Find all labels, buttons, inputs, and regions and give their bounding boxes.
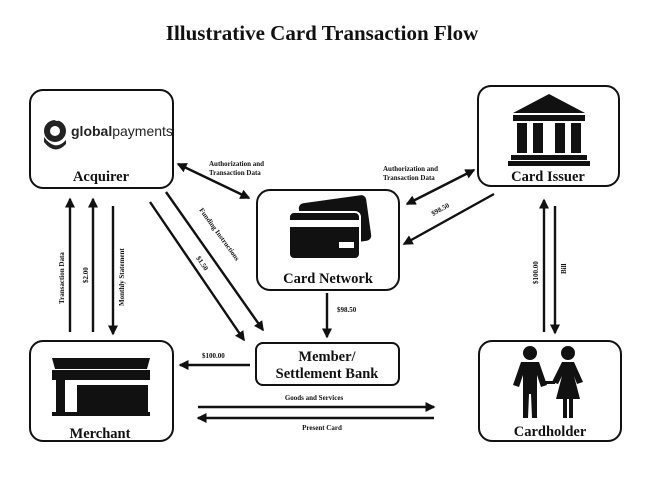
issuer-to-network-amount: $98.50 — [430, 201, 451, 218]
acq-network-label-1: Authorization and — [209, 160, 264, 168]
logo-bold-text: global — [71, 123, 112, 139]
acq-fee-label: $2.00 — [82, 267, 90, 283]
funding-instructions-label: Funding Instructions — [197, 206, 241, 262]
card-issuer-label: Card Issuer — [511, 169, 585, 185]
cardholder-to-issuer-amount: $100.00 — [532, 261, 540, 284]
issuer-network-label-1: Authorization and — [383, 165, 438, 173]
card-issuer-node: Card Issuer — [477, 85, 620, 187]
issuer-network-arrow — [405, 168, 476, 206]
bank-to-merchant-amount: $100.00 — [202, 352, 225, 360]
issuer-to-network-payment-arrow — [402, 192, 495, 246]
credit-cards-icon — [288, 195, 372, 260]
transaction-data-label: Transaction Data — [58, 252, 66, 304]
member-bank-label-line1: Member/ — [298, 349, 356, 365]
funding-instructions-arrow — [165, 191, 264, 332]
acquirer-node: globalpayments Acquirer — [29, 89, 174, 189]
acq-network-label-2: Transaction Data — [209, 169, 261, 177]
logo-regular-text: payments — [112, 123, 173, 139]
acq-to-bank-arrow — [149, 201, 245, 342]
network-to-bank-amount: $98.50 — [337, 306, 357, 314]
globalpayments-logo: globalpayments — [44, 115, 173, 150]
member-bank-node: Member/ Settlement Bank — [255, 342, 400, 386]
people-couple-icon — [513, 346, 583, 418]
issuer-network-label-2: Transaction Data — [383, 174, 435, 182]
acquirer-label: Acquirer — [73, 169, 130, 185]
cardholder-label: Cardholder — [514, 424, 587, 440]
merchant-node: Merchant — [29, 340, 174, 442]
card-network-label: Card Network — [283, 271, 374, 287]
acquirer-network-arrow — [176, 162, 251, 200]
bill-label: Bill — [560, 263, 568, 274]
cardholder-node: Cardholder — [478, 340, 622, 442]
svg-text:globalpayments: globalpayments — [71, 123, 173, 139]
merchant-label: Merchant — [70, 426, 131, 442]
storefront-icon — [52, 358, 150, 416]
diagram-title: Illustrative Card Transaction Flow — [166, 21, 479, 45]
card-network-node: Card Network — [256, 189, 400, 291]
monthly-statement-label: Monthly Statement — [118, 248, 126, 306]
present-card-label: Present Card — [302, 424, 342, 432]
bank-building-icon — [508, 94, 590, 166]
goods-services-label: Goods and Services — [285, 394, 344, 402]
member-bank-label-line2: Settlement Bank — [276, 366, 380, 382]
